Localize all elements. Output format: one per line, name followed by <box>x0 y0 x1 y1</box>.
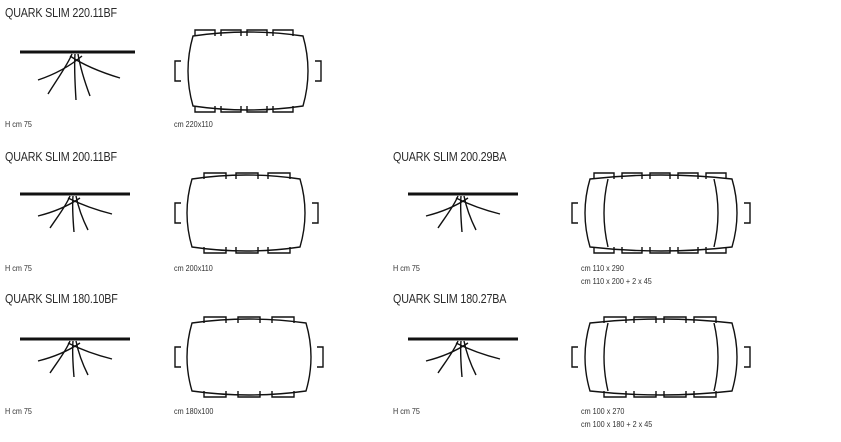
product-title: QUARK SLIM 200.11BF <box>5 150 117 164</box>
dimensions-label-extension: cm 100 x 180 + 2 x 45 <box>581 419 653 429</box>
table-side-view-icon <box>408 337 518 378</box>
dimensions-label-extension: cm 110 x 200 + 2 x 45 <box>581 276 652 286</box>
height-label: H cm 75 <box>393 406 420 416</box>
table-side-view-icon <box>408 192 518 233</box>
product-title: QUARK SLIM 180.10BF <box>5 292 118 306</box>
table-top-view-icon <box>174 316 324 398</box>
height-label: H cm 75 <box>5 119 32 129</box>
dimensions-label: cm 110 x 290 <box>581 263 624 273</box>
table-side-view-icon <box>20 192 130 233</box>
height-label: H cm 75 <box>5 263 32 273</box>
product-title: QUARK SLIM 180.27BA <box>393 292 507 306</box>
table-side-view-icon <box>20 50 135 101</box>
product-title: QUARK SLIM 200.29BA <box>393 150 507 164</box>
dimensions-label: cm 220x110 <box>174 119 213 129</box>
dimensions-label: cm 100 x 270 <box>581 406 625 416</box>
height-label: H cm 75 <box>5 406 32 416</box>
table-top-view-icon <box>174 172 319 254</box>
dimensions-label: cm 200x110 <box>174 263 213 273</box>
height-label: H cm 75 <box>393 263 420 273</box>
table-top-view-icon <box>571 316 751 398</box>
table-top-view-icon <box>174 29 322 113</box>
product-title: QUARK SLIM 220.11BF <box>5 6 117 20</box>
table-side-view-icon <box>20 337 130 378</box>
table-top-view-icon <box>571 172 751 254</box>
dimensions-label: cm 180x100 <box>174 406 214 416</box>
